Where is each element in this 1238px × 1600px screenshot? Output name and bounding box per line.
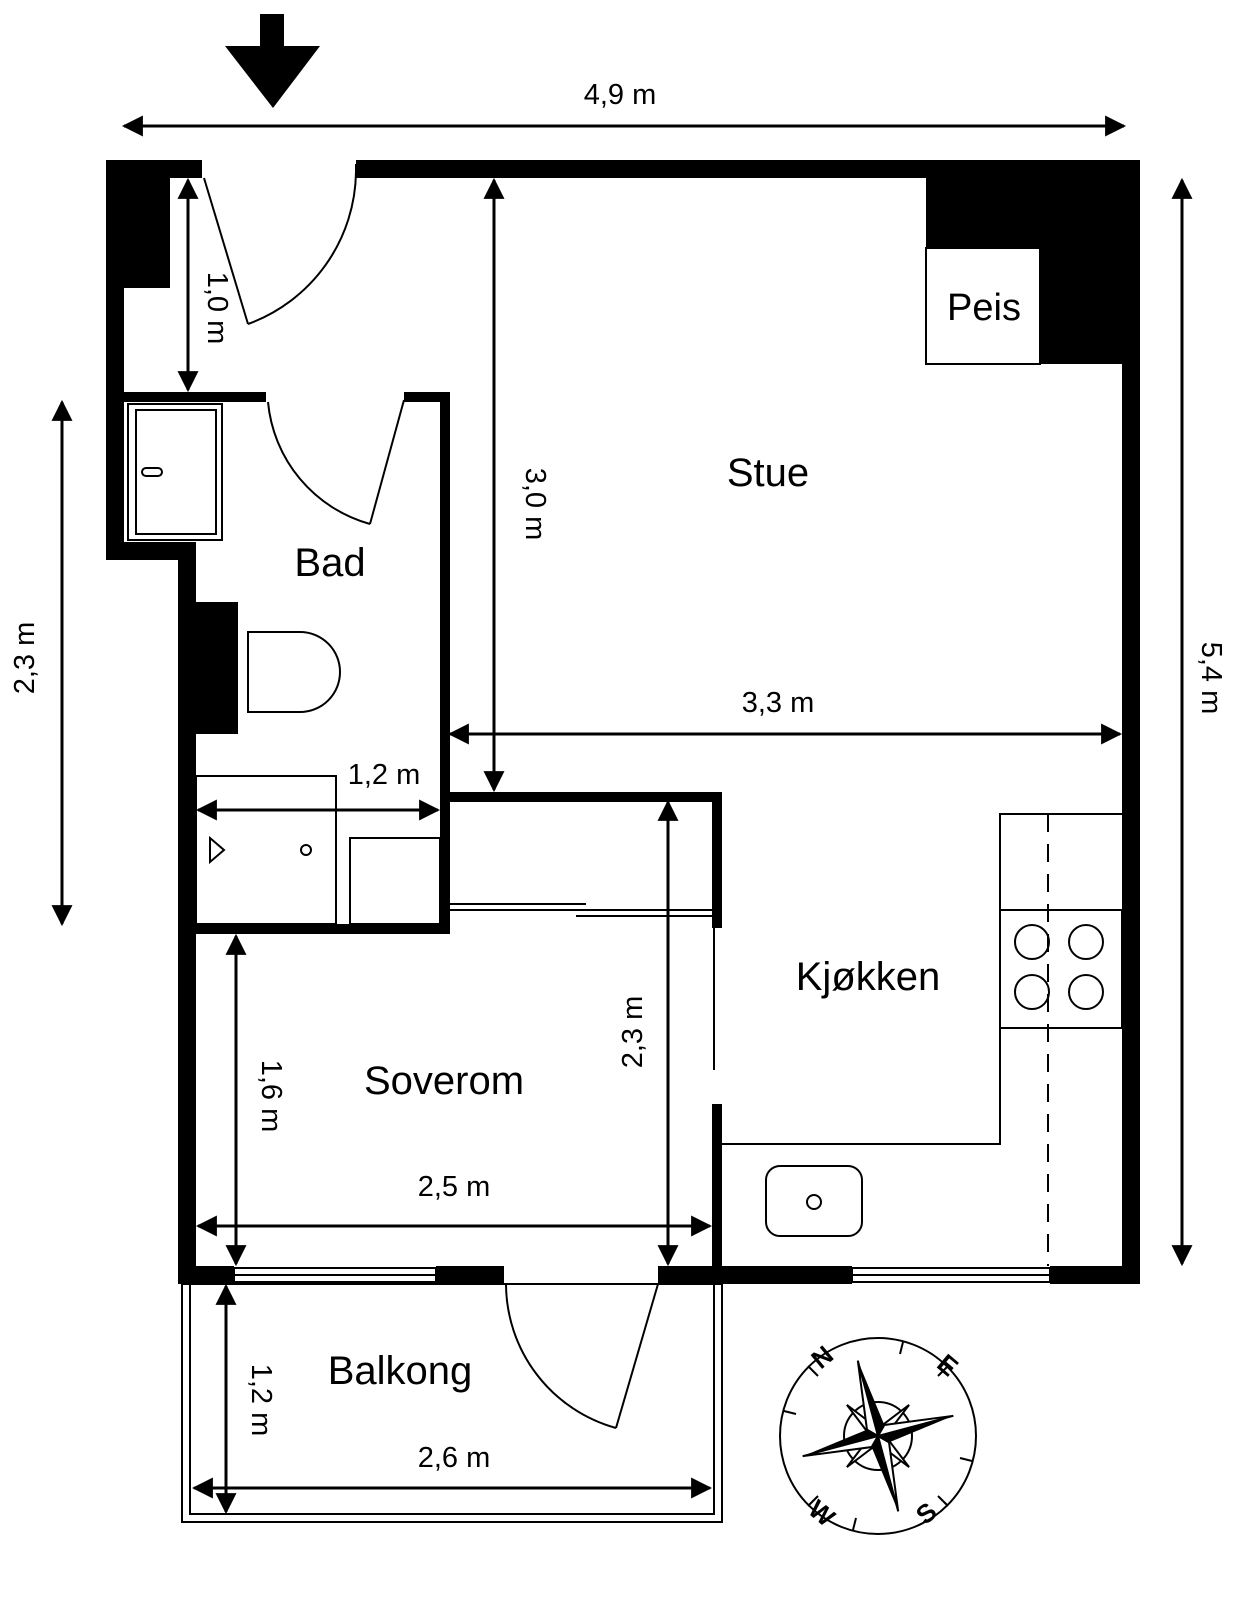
- dim-bath-height: 2,3 m: [9, 622, 41, 695]
- room-label-bad: Bad: [294, 541, 365, 585]
- room-label-soverom: Soverom: [364, 1059, 524, 1103]
- dim-total-width: 4,9 m: [584, 79, 657, 111]
- dim-bath-width: 1,2 m: [348, 759, 421, 791]
- dimension-lines: [51, 115, 1193, 1515]
- walls: [106, 160, 1140, 1284]
- fireplace: [925, 247, 1041, 365]
- compass-rose-icon: N E S W: [779, 1337, 977, 1535]
- dim-soverom-height: 1,6 m: [255, 1060, 287, 1133]
- room-label-peis: Peis: [947, 287, 1021, 329]
- dim-entry-height: 1,0 m: [201, 272, 233, 345]
- fixtures: [127, 403, 1123, 1523]
- dim-total-height: 5,4 m: [1195, 642, 1227, 715]
- dim-soverom-depth: 2,3 m: [617, 996, 649, 1069]
- room-label-kjokken: Kjøkken: [796, 955, 941, 999]
- room-label-stue: Stue: [727, 451, 809, 495]
- entrance-arrow-icon: [225, 14, 320, 108]
- dim-balkong-width: 2,6 m: [418, 1442, 491, 1474]
- dim-balkong-height: 1,2 m: [245, 1364, 277, 1437]
- room-label-balkong: Balkong: [328, 1349, 473, 1393]
- dim-stue-width: 3,3 m: [742, 687, 815, 719]
- dim-stue-height: 3,0 m: [519, 468, 551, 541]
- doors: [203, 164, 715, 1429]
- windows: [233, 1267, 1051, 1283]
- dim-soverom-width: 2,5 m: [418, 1171, 491, 1203]
